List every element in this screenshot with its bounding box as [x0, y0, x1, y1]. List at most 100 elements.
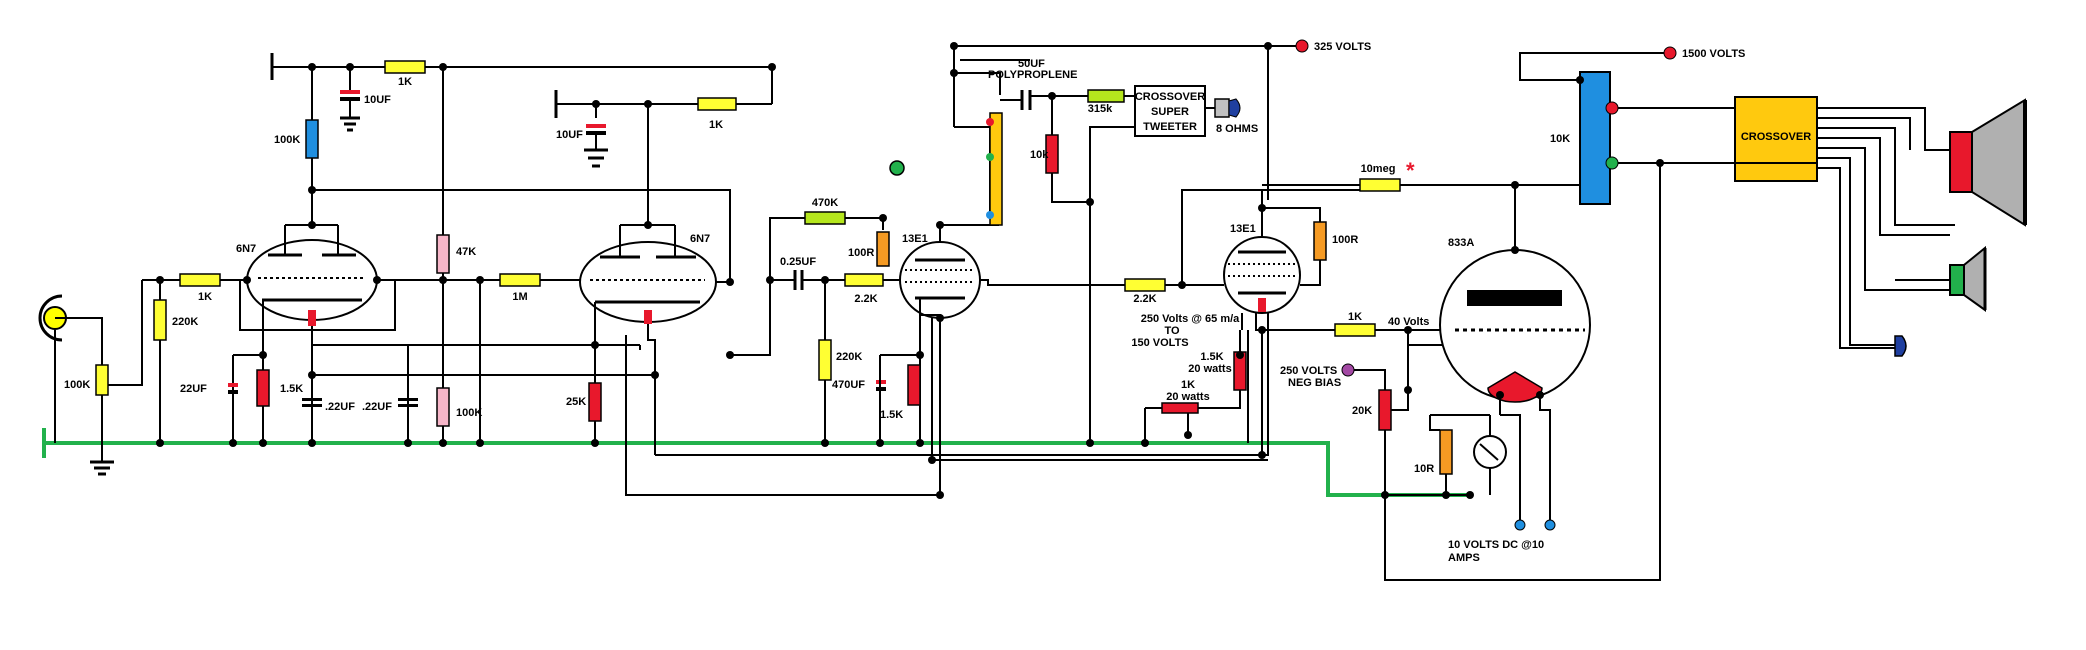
- r100r-b-label: 100R: [1332, 234, 1358, 246]
- r10k-small-label: 10k: [1030, 149, 1049, 161]
- resistor-10meg: [1359, 178, 1401, 192]
- r1m-label: 1M: [512, 291, 527, 303]
- cap-10uf-b-plate: [586, 131, 606, 135]
- c10uf-b-label: 10UF: [556, 129, 583, 141]
- cap-22uf-a: [302, 398, 322, 401]
- filament-l1: 10 VOLTS DC @10: [1448, 539, 1544, 551]
- junction-dots: [156, 42, 1664, 499]
- resistor-25k: [588, 382, 602, 422]
- filament-l2: AMPS: [1448, 552, 1480, 564]
- midrange-speaker-icon: [1949, 245, 1987, 312]
- volts-250-l1: 250 Volts @ 65 m/a: [1141, 313, 1240, 325]
- star-mark: *: [1406, 158, 1415, 183]
- tube-13e1-left: [899, 241, 981, 319]
- neg-bias-dot: [1341, 363, 1355, 377]
- supply-1500-label: 1500 VOLTS: [1682, 48, 1745, 60]
- cap-22uf-b-plate: [398, 404, 418, 407]
- c022uf-b-label: .22UF: [362, 401, 392, 413]
- r1-5k-label: 1.5K: [280, 383, 303, 395]
- r220k-label: 220K: [172, 316, 198, 328]
- r1k-grid-label: 1K: [198, 291, 212, 303]
- ground-symbol-icon: [584, 135, 608, 168]
- heater-marker: [308, 310, 316, 326]
- resistor-100r-a: [876, 231, 890, 267]
- tube-6n7-right: [579, 225, 717, 323]
- r100r-a-label: 100R: [848, 247, 874, 259]
- resistor-10r: [1439, 429, 1453, 475]
- filament-terminal-dot: [1514, 519, 1526, 531]
- neg-bias-l1: 250 VOLTS: [1280, 365, 1337, 377]
- tube-6n7-right-label: 6N7: [690, 233, 710, 245]
- r15k-20w-l2: 20 watts: [1188, 363, 1231, 375]
- r1k-bias-label: 1K: [1348, 311, 1362, 323]
- tap-red-dot: [986, 118, 994, 126]
- r10meg-label: 10meg: [1361, 163, 1396, 175]
- cap-22uf-plate: [228, 390, 238, 394]
- resistor-1k-top: [384, 60, 426, 74]
- ground-bus: [42, 428, 1470, 497]
- tube-13e1-left-label: 13E1: [902, 233, 928, 245]
- resistor-100k-plate: [305, 119, 319, 159]
- r1k-20w-l2: 20 watts: [1166, 391, 1209, 403]
- r10r-label: 10R: [1414, 463, 1434, 475]
- r25k-label: 25K: [566, 396, 586, 408]
- heater-marker-3: [1258, 298, 1266, 312]
- volts-250-l3: 150 VOLTS: [1131, 337, 1188, 349]
- plate-choke-10k: [1579, 71, 1611, 205]
- resistor-1m: [499, 273, 541, 287]
- resistor-2-2k-a: [844, 273, 884, 287]
- crossover-super-l2: SUPER: [1151, 106, 1189, 118]
- filament-terminal-dot: [1544, 519, 1556, 531]
- cap-22uf-b: [398, 398, 418, 401]
- resistor-100r-b: [1313, 221, 1327, 261]
- cap-22uf: [228, 383, 238, 387]
- cap-10uf-b: [586, 124, 606, 128]
- c10uf-a-label: 10UF: [364, 94, 391, 106]
- resistor-20k-bias: [1378, 389, 1392, 431]
- crossover-main-box: [1734, 96, 1818, 182]
- resistor-2-2k-b: [1124, 278, 1166, 292]
- tweeter-speaker-icon: [1214, 98, 1241, 118]
- r1k-top-label: 1K: [398, 76, 412, 88]
- tube-13e1-right-label: 13E1: [1230, 223, 1256, 235]
- r100k-div-label: 100K: [456, 407, 482, 419]
- input-pot-label: 100K: [64, 379, 90, 391]
- choke-tap-red: [1605, 101, 1619, 115]
- input-volume-pot: [95, 280, 143, 443]
- polypropylene-label: POLYPROPLENE: [988, 69, 1077, 81]
- tube-833a-label: 833A: [1448, 237, 1474, 249]
- tap-green-dot: [986, 153, 994, 161]
- volts-250-l2: TO: [1164, 325, 1180, 337]
- ground-symbol-icon: [90, 443, 114, 476]
- supply-1500-dot: [1663, 46, 1677, 60]
- volts-40-label: 40 Volts: [1388, 316, 1429, 328]
- cap-22uf-a-plate: [302, 404, 322, 407]
- r22k-a-label: 2.2K: [854, 293, 877, 305]
- ohms-8-label: 8 OHMS: [1216, 123, 1258, 135]
- polypropylene-cap-bar: [989, 112, 1003, 226]
- c022uf-a-label: .22UF: [325, 401, 355, 413]
- r10k-big-label: 10K: [1550, 133, 1570, 145]
- resistor-1k-mid: [697, 97, 737, 111]
- heater-marker-2: [644, 310, 652, 324]
- c025uf-label: 0.25UF: [780, 256, 816, 268]
- neg-bias-l2: NEG BIAS: [1288, 377, 1341, 389]
- green-marker-dot: [889, 160, 905, 176]
- r15k-20w-l1: 1.5K: [1200, 351, 1223, 363]
- supply-325-label: 325 VOLTS: [1314, 41, 1371, 53]
- r100k-plate-label: 100K: [274, 134, 300, 146]
- r1k-20w-l1: 1K: [1181, 379, 1195, 391]
- resistor-1k-20w: [1161, 402, 1199, 414]
- crossover-super-l1: CROSSOVER: [1135, 91, 1205, 103]
- resistor-1k-grid: [179, 273, 221, 287]
- woofer-speaker-icon: [1949, 98, 2027, 227]
- tap-blue-dot: [986, 211, 994, 219]
- resistor-1-5k-b: [907, 364, 921, 406]
- tube-833a: [1439, 249, 1591, 403]
- resistor-100k-divider: [436, 387, 450, 427]
- r22k-b-label: 2.2K: [1133, 293, 1156, 305]
- crossover-main-label: CROSSOVER: [1741, 131, 1811, 143]
- cap-10uf-a-plate: [340, 97, 360, 101]
- resistor-470k: [804, 211, 846, 225]
